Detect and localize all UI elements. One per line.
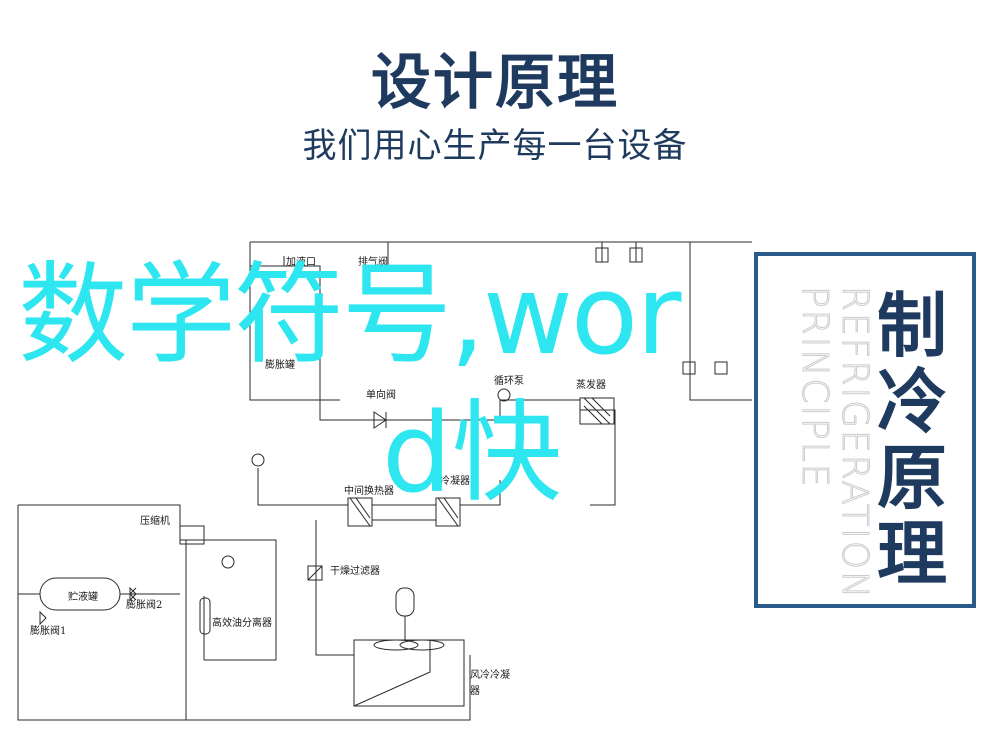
- watermark-text-line2: d快: [382, 389, 562, 517]
- label-evaporator: 蒸发器: [576, 378, 606, 391]
- panel-title-char: 冷: [877, 361, 947, 443]
- pipe-evaporator-loop: [500, 399, 616, 506]
- evaporator-shape: [579, 397, 615, 425]
- compressor-shape: [179, 525, 205, 545]
- pipe-right-vertical: [689, 242, 752, 401]
- label-expansion-valve-1: 膨胀阀1: [30, 624, 66, 637]
- panel-english-line1: REFRIGERATION: [834, 286, 876, 601]
- condenser-shape: [435, 497, 461, 527]
- refrigeration-principle-panel: REFRIGERATION PRINCIPLE 制 冷 原 理: [754, 252, 976, 608]
- pipe-bottom-loop: [17, 505, 471, 721]
- label-expansion-valve-2: 膨胀阀2: [126, 598, 162, 611]
- panel-english-text: REFRIGERATION PRINCIPLE: [794, 286, 876, 601]
- page-title: 设计原理: [371, 48, 619, 118]
- air-condenser-shape: [353, 639, 465, 707]
- label-receiver: 贮液罐: [68, 590, 98, 603]
- label-expansion-tank: 膨胀罐: [265, 358, 295, 371]
- expansion-tank-shape: [249, 265, 321, 401]
- panel-title-char: 原: [877, 437, 947, 519]
- label-check-valve: 单向阀: [366, 388, 396, 401]
- label-air-condenser-1: 风冷冷凝: [470, 668, 510, 681]
- label-condenser: 冷凝器: [440, 474, 470, 487]
- dryer-filter-shape: [307, 565, 323, 581]
- intermediate-exchanger-shape: [347, 497, 373, 527]
- watermark-text-line1: 数学符号,wor: [18, 251, 681, 379]
- label-liquid-tank: 加液口: [286, 255, 316, 268]
- label-exhaust-valve: 排气阀: [358, 255, 388, 268]
- label-air-condenser-2: 器: [470, 685, 480, 697]
- pump-shape: [497, 388, 511, 402]
- gauge-2-shape: [629, 247, 643, 263]
- label-intermediate-exchanger: 中间换热器: [344, 484, 394, 497]
- label-dryer-filter: 干燥过滤器: [330, 564, 380, 577]
- page-subtitle: 我们用心生产每一台设备: [302, 126, 688, 166]
- panel-english-line2: PRINCIPLE: [794, 286, 836, 490]
- gauge-3-shape: [251, 453, 265, 467]
- oil-separator-shape: [199, 597, 211, 635]
- label-circulation-pump: 循环泵: [494, 374, 524, 387]
- fan-motor-shape: [395, 587, 415, 617]
- label-oil-separator: 高效油分离器: [212, 616, 272, 629]
- gauge-1-shape: [595, 247, 609, 263]
- panel-title-char: 理: [877, 513, 947, 595]
- panel-title-char: 制: [877, 285, 947, 367]
- pipe-check-valve-line: [360, 400, 501, 421]
- label-compressor: 压缩机: [140, 514, 170, 527]
- panel-title: 制 冷 原 理: [874, 288, 950, 592]
- pipe-left-down: [315, 520, 354, 656]
